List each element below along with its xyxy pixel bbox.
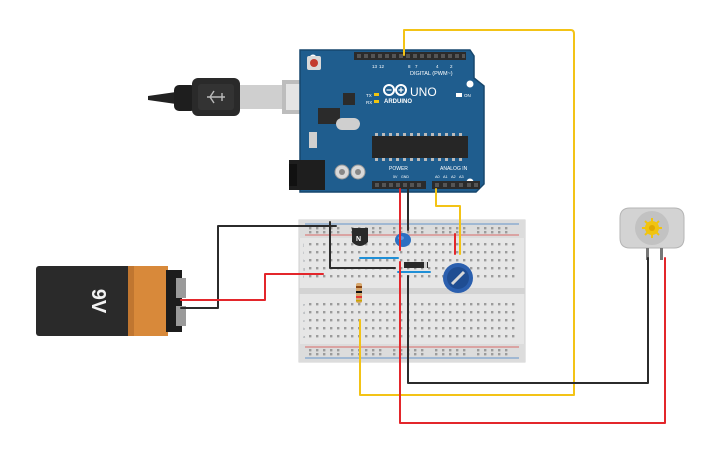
power-pin-gnd-label: GND (401, 175, 409, 179)
tx-label: TX (366, 93, 372, 98)
transistor-label: N (356, 236, 361, 243)
potentiometer[interactable] (443, 263, 473, 293)
wire-yellow-a0[interactable] (435, 188, 461, 255)
on-label: ON (464, 93, 471, 98)
digital-pin-2-label: 2 (450, 64, 453, 69)
diode[interactable] (404, 262, 428, 268)
wires (180, 29, 666, 424)
row-letter-h: h (303, 258, 305, 263)
wire-black-battery[interactable] (180, 225, 337, 309)
digital-pin-12-label: 12 (379, 64, 385, 69)
wire-red-motor[interactable] (399, 257, 666, 424)
digital-pin-7-label: 7 (415, 64, 418, 69)
breadboard-holes (309, 227, 515, 356)
row-letter-d: d (303, 310, 305, 315)
breadboard-row-letters: j i h g f e d c b a (302, 242, 306, 339)
analog-header[interactable] (432, 181, 480, 189)
row-letter-g: g (303, 266, 305, 271)
resistor[interactable] (356, 283, 362, 303)
npn-transistor[interactable]: N (352, 228, 368, 246)
analog-pin-a0-label: A0 (435, 175, 440, 179)
wire-black-motor[interactable] (407, 257, 649, 384)
gear-icon (642, 218, 662, 238)
digital-pin-4-label: 4 (436, 64, 439, 69)
atmega-chip (372, 136, 468, 158)
wire-yellow-pin9[interactable] (359, 29, 575, 396)
power-pin-5v-label: 5V (393, 175, 398, 179)
usb-cable (148, 78, 318, 116)
analog-header-label: ANALOG IN (440, 166, 468, 172)
row-letter-b: b (303, 326, 306, 331)
dc-motor[interactable] (619, 207, 685, 260)
arduino-logo-text: ARDUINO (384, 99, 412, 105)
power-header-label: POWER (389, 166, 408, 172)
analog-pin-a2-label: A2 (451, 175, 456, 179)
analog-pin-a1-label: A1 (443, 175, 448, 179)
wire-black-transistor[interactable] (329, 221, 396, 269)
digital-pin-8-label: 8 (408, 64, 411, 69)
row-letter-e: e (303, 302, 306, 307)
battery-terminal-bottom[interactable] (176, 306, 186, 326)
battery-label: 9V (87, 289, 109, 314)
arduino-uno-board[interactable]: DIGITAL (PWM~) 13 12 8 7 4 2 TX RX ON AR… (289, 49, 485, 193)
digital-pin-13-label: 13 (372, 64, 378, 69)
breadboard[interactable]: j i h g f e d c b a (298, 219, 526, 363)
arduino-model-text: UNO (410, 85, 437, 99)
capacitor[interactable] (395, 233, 411, 247)
analog-pin-a3-label: A3 (459, 175, 464, 179)
row-letter-c: c (303, 318, 305, 323)
row-letter-a: a (303, 334, 306, 339)
rx-label: RX (366, 100, 372, 105)
arduino-logo-icon (383, 84, 407, 96)
battery-terminal-top[interactable] (176, 278, 186, 298)
row-letter-i: i (303, 250, 304, 255)
row-letter-j: j (302, 242, 304, 247)
battery-9v[interactable]: 9V (36, 266, 186, 336)
digital-header-label: DIGITAL (PWM~) (410, 71, 453, 77)
row-letter-f: f (303, 274, 305, 279)
wire-red-battery[interactable] (180, 273, 324, 301)
